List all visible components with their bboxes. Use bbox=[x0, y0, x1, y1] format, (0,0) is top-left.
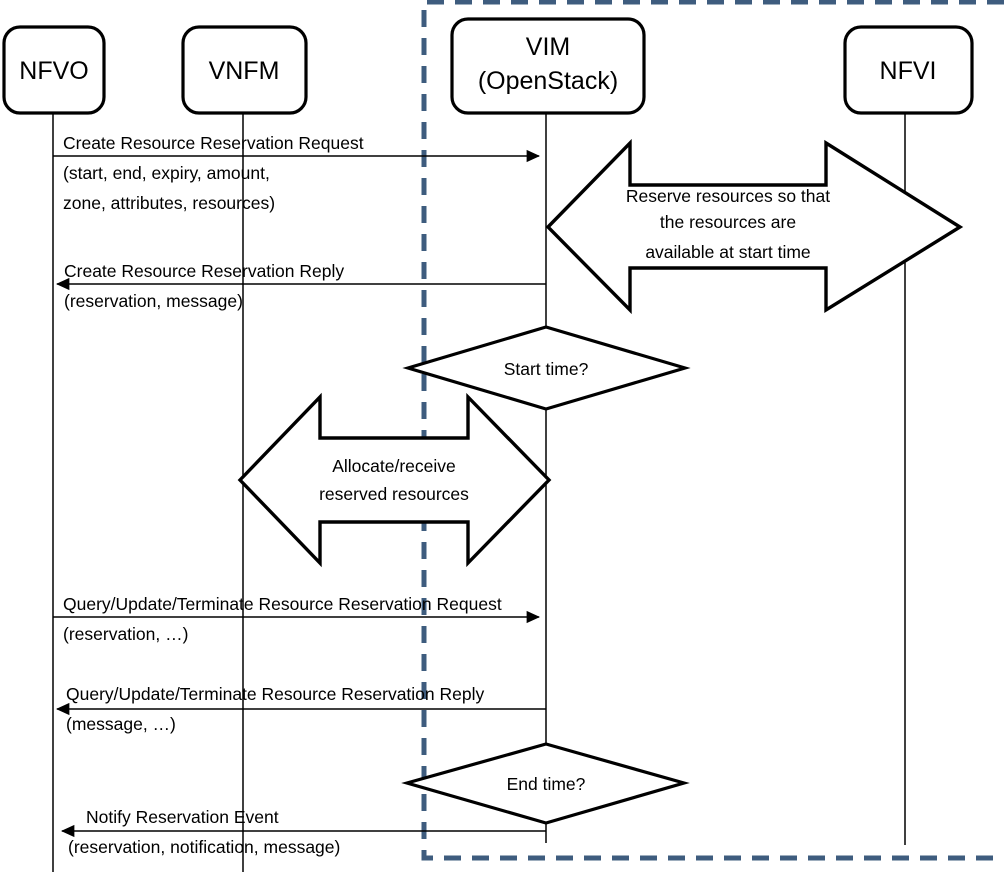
vim-box-shape bbox=[450, 17, 646, 115]
message-label-notify-line2: (reservation, notification, message) bbox=[68, 837, 340, 857]
message-label-create-request-line2: (start, end, expiry, amount, bbox=[63, 163, 270, 183]
message-create-resource-reservation-reply[interactable]: Create Resource Reservation Reply (reser… bbox=[55, 261, 546, 311]
vnfm-box-shape bbox=[181, 25, 308, 115]
allocate-resources-arrow-shape bbox=[237, 392, 552, 568]
start-time-diamond-shape bbox=[402, 325, 691, 411]
nfvi-box-label: NFVI bbox=[880, 57, 937, 85]
message-query-update-terminate-request[interactable]: Query/Update/Terminate Resource Reservat… bbox=[53, 594, 541, 644]
message-label-notify-line1: Notify Reservation Event bbox=[86, 807, 279, 827]
message-label-qut-request-line2: (reservation, …) bbox=[63, 624, 188, 644]
message-label-create-request-line3: zone, attributes, resources) bbox=[63, 193, 275, 213]
reserve-resources-arrow-shape bbox=[545, 138, 964, 315]
lifeline-box-nfvi[interactable]: NFVI bbox=[843, 25, 974, 115]
decision-end-time: End time? bbox=[401, 742, 690, 825]
decision-start-time: Start time? bbox=[402, 325, 691, 411]
nfvo-box-shape bbox=[2, 25, 106, 115]
vnfm-box-label: VNFM bbox=[209, 57, 280, 85]
message-notify-reservation-event[interactable]: Notify Reservation Event (reservation, n… bbox=[60, 807, 546, 857]
vim-box-label: VIM bbox=[526, 33, 570, 61]
reserve-resources-label-line2: the resources are bbox=[660, 212, 796, 232]
nfvo-box-label: NFVO bbox=[19, 57, 88, 85]
vim-nfvi-scope-boundary bbox=[421, 0, 1004, 861]
message-label-qut-reply-line1: Query/Update/Terminate Resource Reservat… bbox=[66, 684, 484, 704]
block-arrow-reserve-resources: Reserve resources so that the resources … bbox=[545, 138, 964, 315]
vim-box-sublabel: (OpenStack) bbox=[478, 67, 618, 95]
allocate-resources-label-line1: Allocate/receive bbox=[332, 456, 456, 476]
lifeline-box-vnfm[interactable]: VNFM bbox=[181, 25, 308, 115]
message-label-create-reply-line2: (reservation, message) bbox=[64, 291, 243, 311]
reserve-resources-label-line3: available at start time bbox=[645, 242, 810, 262]
message-label-qut-request-line1: Query/Update/Terminate Resource Reservat… bbox=[63, 594, 502, 614]
block-arrow-allocate-reserved-resources: Allocate/receive reserved resources bbox=[237, 392, 552, 568]
message-label-create-reply-line1: Create Resource Reservation Reply bbox=[64, 261, 344, 281]
reserve-resources-label-line1: Reserve resources so that bbox=[626, 186, 830, 206]
start-time-label: Start time? bbox=[504, 359, 589, 379]
message-query-update-terminate-reply[interactable]: Query/Update/Terminate Resource Reservat… bbox=[55, 684, 546, 734]
lifeline-box-nfvo[interactable]: NFVO bbox=[2, 25, 106, 115]
lifeline-box-vim[interactable]: VIM (OpenStack) bbox=[450, 17, 646, 115]
end-time-diamond-shape bbox=[401, 742, 690, 825]
allocate-resources-label-line2: reserved resources bbox=[319, 484, 469, 504]
message-label-qut-reply-line2: (message, …) bbox=[66, 714, 176, 734]
message-label-create-request-line1: Create Resource Reservation Request bbox=[63, 133, 364, 153]
end-time-label: End time? bbox=[507, 774, 586, 794]
nfvi-box-shape bbox=[843, 25, 974, 115]
message-create-resource-reservation-request[interactable]: Create Resource Reservation Request (sta… bbox=[53, 133, 541, 213]
